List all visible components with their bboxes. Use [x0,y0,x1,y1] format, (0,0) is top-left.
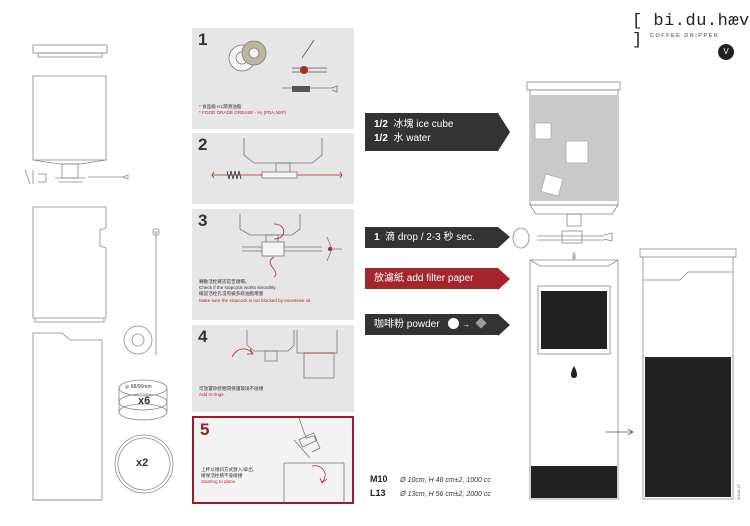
ice-cube [540,173,564,197]
step-3-illustration [239,214,342,278]
step-5-panel: 5 上杯以傾斜方式放入/拿出, 確保活栓柄不會碰撞 Slanting to pl… [192,416,354,504]
ice-water-banner: 1/2 冰塊 ice cube 1/2 水 water [365,113,498,151]
coffee-drop-icon [571,366,577,378]
step-3-note-en: Check if the stopcock works smoothly. [199,285,277,291]
step-4-illustration [231,330,338,379]
powder-banner: 咖啡粉 powder → [365,314,498,335]
drip-rate-banner: 1 滴 drop / 2-3 秒 sec. [365,227,498,248]
water-drop-icon [572,251,576,260]
step-3-panel: 3 轉動活栓確認是否順暢。 Check if the stopcock work… [192,209,354,320]
arrow-icon: → [462,320,471,329]
upper-chamber-part [24,75,129,185]
assembled-dripper [512,81,621,500]
step-1-note: * 食品級 H1潤滑油脂 [199,104,242,109]
ice-cube [565,140,589,164]
step-1-illustration [228,39,338,93]
lid-part [32,44,108,58]
step-4-note: 可放置矽膠圈環保護玻璃不碰撞 [199,386,264,391]
coffee-bean-icon [448,318,460,329]
step-1-panel: 1 * 食品級 H1潤滑油脂 * FOOD GRADE GREASE - H₁ … [192,28,354,129]
carafe-coffee-fill [645,357,731,497]
filter-paper-banner: 放濾紙 add filter paper [365,268,498,289]
step-2-illustration [211,138,343,180]
oring-part [114,434,174,494]
filter-size: ◎ 68/90mm [125,384,152,390]
oring-inner [117,437,171,491]
step-5-note-en: Slanting to place. [201,479,237,485]
step-3-note: 轉動活栓確認是否順暢。 [199,279,250,284]
step-number: 3 [198,211,208,230]
stirrer-part [152,228,160,355]
step-4-note-en: Add O-rings. [199,392,225,398]
step-5-note-2: 確保活栓柄不會碰撞 [201,473,243,479]
coffee-powder-fill [541,291,607,349]
spec-row-m10: M10 Ø 10cm, H 46 cm±2, 1000 cc [370,474,491,484]
step-2-panel: 2 [192,133,354,204]
middle-chamber-part [32,206,107,323]
ground-coffee-icon [475,317,487,329]
filter-paper-stack [118,379,168,421]
step-number: 5 [200,420,210,439]
step-number: 2 [198,135,208,154]
disc-part [123,325,153,355]
brand-name: [ bi.du.hæv ] [632,12,750,50]
ice-cube [534,122,552,140]
brand-subtitle: COFFEE DRIPPER [650,33,720,39]
step-number: 1 [198,30,208,49]
bottom-flask-part [32,332,103,501]
disc-logo [131,333,145,347]
svg-text:M10/L13: M10/L13 [736,484,741,500]
ice-cube-label: 1/2 冰塊 ice cube [374,119,454,130]
water-label: 1/2 水 water [374,133,431,144]
step-3-note-en-2: Make sure the stopcock is not blocked by… [199,297,312,303]
filter-qty: x6 [138,395,151,407]
arrow-icon [606,428,634,436]
oring-qty: x2 [136,457,149,469]
step-3-note-2: 確認活栓孔沒有被多餘油脂堵塞 [199,291,264,297]
step-4-panel: 4 可放置矽膠圈環保護玻璃不碰撞 Add O-rings. [192,325,354,412]
step-5-note: 上杯以傾斜方式放入/拿出, [201,467,255,472]
brand-logo-icon: V [718,44,734,60]
brewed-coffee-fill [531,466,617,498]
step-number: 4 [198,327,208,346]
carafe [639,248,737,500]
step-5-illustration [283,418,345,502]
step-1-note-en: * FOOD GRADE GREASE - H₁ (FDA,NSF) [199,110,287,116]
spec-row-l13: L13 Ø 13cm, H 56 cm±2, 2000 cc [370,488,491,498]
